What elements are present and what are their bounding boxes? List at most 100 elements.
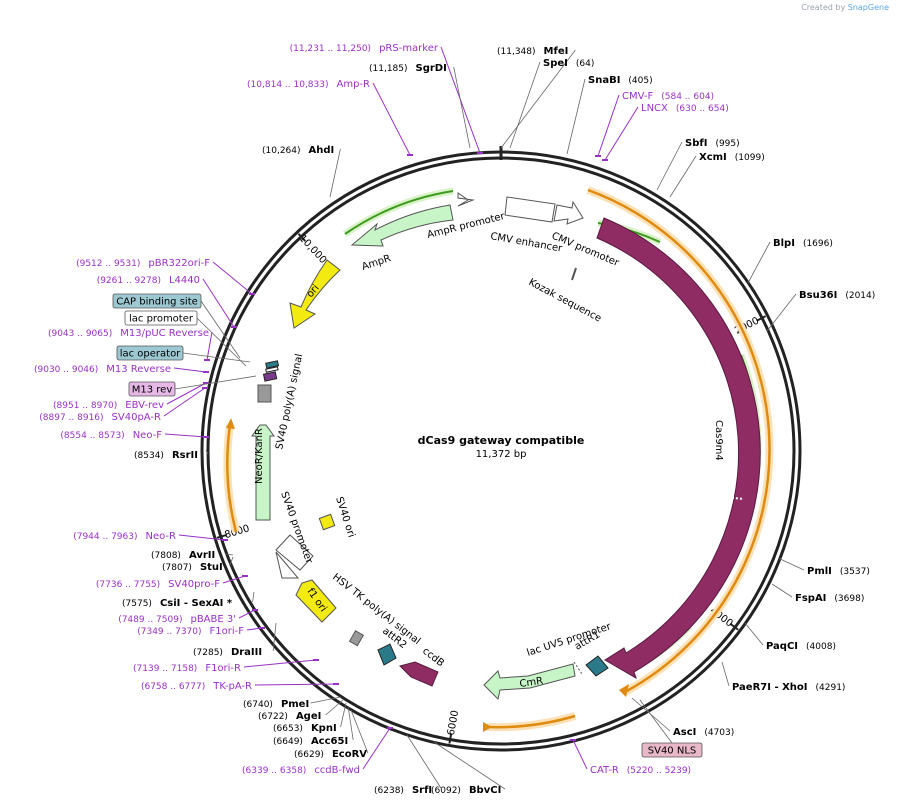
primer-leader xyxy=(243,659,317,668)
enzyme-leader xyxy=(566,78,586,155)
credit-brand: SnapGene xyxy=(847,3,889,12)
box-lac-operator: lac operator xyxy=(116,345,251,363)
primer-name: pBR322ori-F xyxy=(148,258,210,269)
enzyme-position: (8534) xyxy=(134,451,164,461)
enzyme-name: PaqCI xyxy=(766,641,798,652)
enzyme-position: (1696) xyxy=(803,239,833,249)
enzyme-pmei: (6740)PmeI xyxy=(243,696,342,710)
enzyme-label: Bsu36I(2014) xyxy=(799,290,875,301)
box-frame xyxy=(112,293,202,309)
primer-position: (584 .. 604) xyxy=(661,92,714,102)
primer-leader xyxy=(597,94,620,157)
enzyme-label: FspAI(3698) xyxy=(795,593,864,604)
enzyme-label: (6092)BbvCI xyxy=(431,785,501,796)
enzyme-leader xyxy=(340,702,347,728)
primer-cat-r: CAT-R(5220 .. 5239) xyxy=(570,739,691,776)
enzyme-label: (6740)PmeI xyxy=(243,699,309,710)
enzyme-pmli: PmlI(3537) xyxy=(777,557,870,577)
kozak-feature xyxy=(571,267,577,281)
primer-position: (10,814 .. 10,833) xyxy=(247,80,328,90)
primer-name: CAT-R xyxy=(590,765,619,776)
box-frame xyxy=(641,742,703,758)
enzyme-paqci: PaqCI(4008) xyxy=(744,622,836,652)
enzyme-name: MfeI xyxy=(544,46,569,57)
enzyme-name: AscI xyxy=(673,727,696,738)
primer-position: (6339 .. 6358) xyxy=(242,766,306,776)
enzyme-position: (7808) xyxy=(151,551,181,561)
primer-label: (9261 .. 9278)L4440 xyxy=(97,275,200,286)
cas9-marker xyxy=(723,496,745,500)
enzyme-position: (6722) xyxy=(258,712,288,722)
primer-position: (7349 .. 7370) xyxy=(137,627,201,637)
ampr-feature xyxy=(350,204,454,247)
primer-leader xyxy=(604,106,639,161)
primer-name: Amp-R xyxy=(337,79,371,90)
enzyme-bbvci: (6092)BbvCI xyxy=(431,741,506,796)
feature-cmr: CmR xyxy=(519,676,544,690)
enzyme-fspai: FspAI(3698) xyxy=(771,583,864,604)
m13-rev-mark xyxy=(262,371,278,382)
box-leader xyxy=(174,375,257,390)
enzyme-label: (6722) AgeI xyxy=(258,711,321,722)
primer-pbr322ori-f: (9512 .. 9531)pBR322ori-F xyxy=(76,258,255,295)
cmv-promoter-feature xyxy=(553,200,584,225)
primer-label: (9512 .. 9531)pBR322ori-F xyxy=(76,258,210,269)
primer-position: (6758 .. 6777) xyxy=(141,682,205,692)
enzyme-name: BlpI xyxy=(773,238,795,249)
enzyme-name: PmeI xyxy=(281,699,309,710)
enzyme-leader xyxy=(272,622,277,652)
primer-name: M13 Reverse xyxy=(106,364,171,375)
enzyme-blpi: BlpI (1696) xyxy=(747,238,833,284)
sv40-polya-feature xyxy=(257,384,272,403)
enzyme-position: (1099) xyxy=(735,153,765,163)
orf-arc-bottom-line xyxy=(486,714,576,729)
primer-leader xyxy=(372,82,411,156)
orf-arc-left-line xyxy=(226,424,238,533)
enzyme-leader xyxy=(347,705,354,741)
cas9m4-feature xyxy=(596,217,761,680)
enzyme-label: BlpI (1696) xyxy=(773,238,833,249)
enzyme-position: (11,185) xyxy=(369,64,408,74)
enzyme-name: Bsu36I xyxy=(799,290,837,301)
box-text: CAP binding site xyxy=(116,297,198,308)
primer-leader xyxy=(164,433,207,438)
enzyme-name: XcmI xyxy=(699,152,727,163)
primer-name: F1ori-R xyxy=(205,663,241,674)
primer-pbabe-3: (7489 .. 7509)pBABE 3' xyxy=(118,609,258,625)
primer-sv40pa-r: (8897 .. 8916)SV40pA-R xyxy=(39,387,208,423)
primer-label: (7139 .. 7158)F1ori-R xyxy=(133,663,241,674)
tick-mark xyxy=(756,315,767,322)
enzyme-draiii: (7285)DraIII xyxy=(193,622,277,658)
primer-label: (7489 .. 7509)pBABE 3' xyxy=(118,614,236,625)
primer-leader xyxy=(166,382,207,405)
primer-tk-pa-r: (6758 .. 6777)TK-pA-R xyxy=(141,681,339,692)
primer-leader xyxy=(362,727,391,770)
enzyme-kpni: (6653)KpnI xyxy=(273,702,347,734)
tick-mark xyxy=(216,533,227,539)
primer-position: (8897 .. 8916) xyxy=(39,413,103,423)
primer-leader xyxy=(572,739,588,770)
enzyme-position: (4291) xyxy=(816,683,846,693)
primer-leader xyxy=(178,534,226,541)
primer-leader xyxy=(238,609,256,619)
box-text: lac promoter xyxy=(129,314,194,325)
primer-label: (9043 .. 9065)M13/pUC Reverse xyxy=(48,328,209,339)
enzyme-name: AvrII xyxy=(189,550,215,561)
orf-arc-bottom-head xyxy=(483,722,492,732)
enzyme-name: EcoRV xyxy=(332,749,367,760)
primer-label: (8554 .. 8573)Neo-F xyxy=(60,430,162,441)
primer-name: pRS-marker xyxy=(379,43,439,54)
enzyme-position: (3698) xyxy=(834,594,864,604)
lac-promoter-mark xyxy=(265,366,279,373)
enzyme-leader xyxy=(229,556,234,567)
neor-kanr-feature xyxy=(251,424,275,521)
box-cap-binding-site: CAP binding site xyxy=(112,293,241,359)
enzyme-name: AgeI xyxy=(296,711,321,722)
enzyme-xcmi: XcmI (1099) xyxy=(669,152,765,198)
enzyme-leader xyxy=(329,148,341,198)
enzyme-label: (7808) AvrII xyxy=(151,550,215,561)
enzyme-position: (7285) xyxy=(193,648,223,658)
feature-ampr: AmpR xyxy=(361,253,393,273)
enzyme-leader xyxy=(500,49,576,149)
primer-leader xyxy=(222,575,246,584)
